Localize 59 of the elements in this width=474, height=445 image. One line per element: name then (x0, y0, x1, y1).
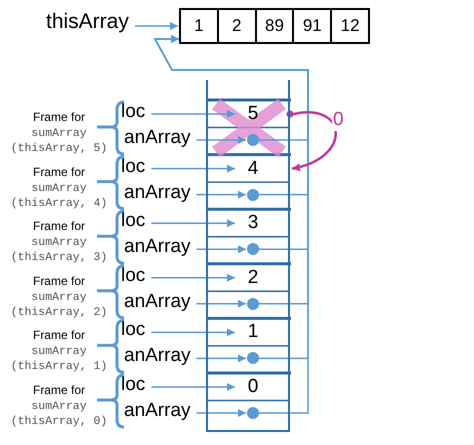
call-stack-outline (206, 80, 290, 432)
array-box (179, 8, 370, 44)
array-cell-text: 12 (340, 15, 361, 37)
array-cell: 1 (181, 10, 219, 42)
value-text: 4 (236, 156, 270, 181)
value-text: 0 (236, 375, 270, 399)
variable-label: loc (121, 210, 146, 232)
arrow (196, 136, 246, 144)
pointer-dot (247, 407, 259, 419)
arrow (151, 383, 235, 391)
array-cell: 91 (294, 10, 332, 42)
variable-label: loc (121, 156, 146, 178)
value-text: 2 (236, 266, 270, 290)
arrow (196, 190, 246, 199)
value-text: 1 (236, 320, 270, 344)
frame-caption: Frame for (32, 164, 85, 180)
function-call-text: sumArray (thisArray, 0) (10, 399, 108, 429)
pointer-dot (247, 188, 259, 201)
function-call-text: sumArray (thisArray, 3) (10, 235, 108, 266)
function-call-text: sumArray (thisArray, 1) (10, 344, 108, 374)
arrow (196, 354, 246, 362)
frame-caption: Frame for (32, 328, 85, 344)
value-text: 3 (236, 211, 270, 236)
arrow (196, 409, 246, 417)
arrow (151, 274, 235, 282)
variable-label: anArray (124, 400, 191, 422)
function-call-text: sumArray (thisArray, 5) (10, 126, 108, 156)
frame-caption: Frame for (32, 383, 85, 398)
variable-label: loc (121, 101, 146, 123)
function-call-text: sumArray (thisArray, 2) (10, 290, 108, 320)
frame-caption: Frame for (32, 110, 85, 125)
value-text: 5 (236, 102, 270, 126)
variable-label: thisArray (46, 10, 129, 34)
function-call-text: sumArray (thisArray, 4) (10, 180, 108, 211)
arrow (151, 328, 235, 336)
arrow (134, 22, 178, 30)
variable-label: anArray (124, 127, 191, 149)
array-cell: 2 (218, 10, 257, 42)
arrow (196, 300, 246, 308)
variable-label: anArray (124, 290, 191, 313)
frame-caption: Frame for (32, 219, 85, 234)
curved-arrow (286, 110, 337, 171)
pointer-dot (247, 352, 259, 364)
arrow (151, 219, 235, 228)
frame-caption: Frame for (32, 274, 85, 289)
pointer-dot (247, 243, 259, 256)
arrow (196, 245, 246, 254)
variable-label: loc (121, 374, 146, 396)
pointer-dot (247, 298, 259, 310)
variable-label: anArray (124, 345, 191, 368)
variable-label: anArray (124, 182, 191, 204)
edge-label: 0 (332, 109, 345, 131)
arrow (151, 110, 235, 118)
pointer-dot (247, 134, 259, 146)
variable-label: loc (121, 264, 146, 287)
array-cell: 89 (256, 10, 294, 42)
arrow (151, 164, 235, 173)
variable-label: anArray (124, 236, 191, 258)
variable-label: loc (121, 319, 146, 342)
